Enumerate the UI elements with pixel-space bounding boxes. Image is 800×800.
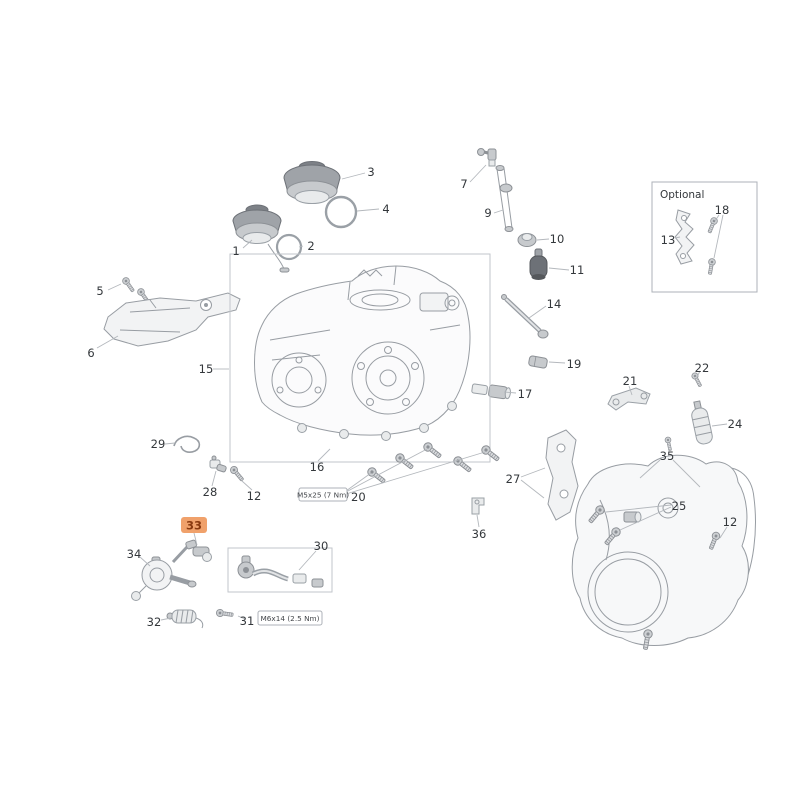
cover-6-drawing [96,292,241,349]
part-label-20[interactable]: 20 [351,490,366,504]
part-label-12-left[interactable]: 12 [247,489,262,503]
part-label-14[interactable]: 14 [547,297,562,311]
part-label-4[interactable]: 4 [382,202,389,216]
fuel-pipe-9-drawing [493,165,514,232]
part-label-29[interactable]: 29 [151,437,166,451]
part-label-22[interactable]: 22 [695,361,710,375]
part-33-drawing [171,532,212,564]
part-label-35[interactable]: 35 [660,449,675,463]
part-label-18[interactable]: 18 [715,203,730,217]
part-label-13[interactable]: 13 [661,233,676,247]
part-label-28[interactable]: 28 [203,485,218,499]
fuel-elbow-7-drawing [469,148,497,183]
part-label-36[interactable]: 36 [472,527,487,541]
fuel-filter-11-drawing [529,248,570,280]
oil-pump-34-drawing [131,556,197,601]
part-label-27[interactable]: 27 [506,472,521,486]
torque-note-m6-box [257,610,323,626]
part-label-30[interactable]: 30 [314,539,329,553]
part-label-21[interactable]: 21 [623,374,638,388]
o-ring-4-drawing [324,195,380,229]
part-label-24[interactable]: 24 [728,417,743,431]
part-label-3[interactable]: 3 [367,165,374,179]
screw-12-right-drawing [706,526,728,551]
part-label-17[interactable]: 17 [518,387,533,401]
torque-note-m5-box [298,487,348,502]
damper-24-drawing [664,400,728,452]
brake-lever-21-drawing [607,385,651,411]
clutch-cover-35-drawing [571,454,756,646]
worm-gear-32-drawing [160,609,204,629]
part-label-31[interactable]: 31 [240,614,255,628]
part-label-34[interactable]: 34 [127,547,142,561]
fuel-cap-3-drawing [283,161,366,204]
grommet-10-drawing [517,233,550,247]
part-label-32[interactable]: 32 [147,615,162,629]
screws-18-drawing [705,214,724,276]
part-label-15[interactable]: 15 [199,362,214,376]
screw-31-drawing [215,608,246,620]
torque-note-m5: M5x25 (7 Nm) [297,491,349,500]
part-label-1[interactable]: 1 [232,244,239,258]
part-label-33-highlight [181,517,207,533]
bracket-13-drawing [674,209,695,265]
part-label-16[interactable]: 16 [310,460,325,474]
screw-22-drawing [690,370,704,389]
torque-note-m6: M6x14 (2.5 Nm) [260,614,319,623]
part-label-5[interactable]: 5 [96,284,103,298]
wire-clip-29-drawing [164,435,201,453]
part-label-12-right[interactable]: 12 [723,515,738,529]
fuel-cap-1-drawing [232,204,290,273]
part-label-9[interactable]: 9 [484,206,491,220]
part-label-6[interactable]: 6 [87,346,94,360]
hose-kit-30-drawing [227,547,333,593]
part-label-33-group[interactable]: 33 [181,517,207,533]
mounting-screws-20-drawing [345,440,502,495]
bracket-36-drawing [471,497,485,528]
optional-box: Optional [651,181,758,293]
screws-25-drawing [586,503,672,651]
bushing-19-drawing [528,355,548,369]
part-label-11[interactable]: 11 [570,263,585,277]
part-label-2[interactable]: 2 [307,239,314,253]
chain-catcher-27-drawing [520,429,579,521]
rod-14-drawing [501,294,549,339]
part-17-drawing [471,383,511,400]
part-label-33[interactable]: 33 [186,519,202,533]
part-label-7[interactable]: 7 [460,177,467,191]
part-label-19[interactable]: 19 [567,357,582,371]
screw-12-left-drawing [228,464,253,491]
part-label-10[interactable]: 10 [550,232,565,246]
crankcase-15-drawing [213,253,491,463]
screws-5-drawing [107,275,152,305]
clamp-28-drawing [209,455,227,487]
o-ring-2-drawing [275,233,304,261]
part-label-25[interactable]: 25 [672,499,687,513]
optional-box-label: Optional [660,189,704,201]
